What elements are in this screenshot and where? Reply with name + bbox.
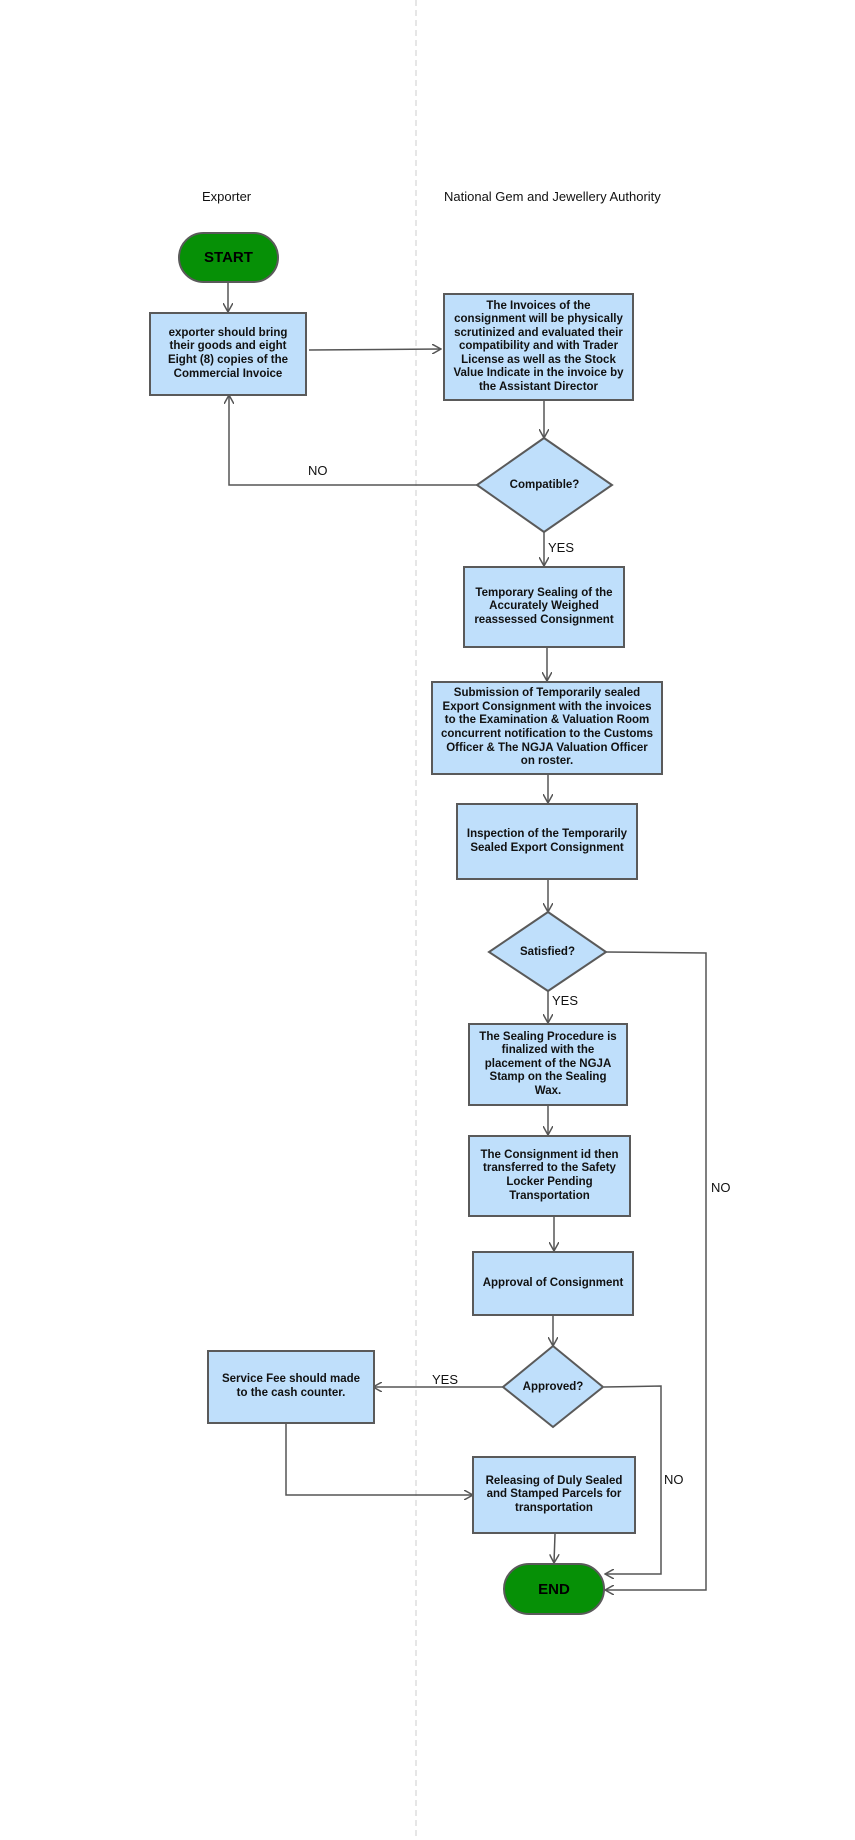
satisfied-no-label: NO <box>711 1180 731 1195</box>
satisfied-yes-label: YES <box>552 993 579 1008</box>
temporary-sealing-box: Temporary Sealing of the Accurately Weig… <box>463 566 625 648</box>
lane-title-ngja: National Gem and Jewellery Authority <box>444 189 661 204</box>
start-terminal: START <box>178 232 279 283</box>
edge-approved-no <box>603 1385 662 1574</box>
compatible-diamond <box>475 436 614 534</box>
inspection-box: Inspection of the Temporarily Sealed Exp… <box>456 803 638 880</box>
edge-exporter-invoices <box>308 349 441 350</box>
edge-releasing-end <box>554 1533 555 1563</box>
service-fee-box: Service Fee should made to the cash coun… <box>207 1350 375 1424</box>
exporter-bring-goods-box: exporter should bring their goods and ei… <box>149 312 307 396</box>
sealing-finalized-box: The Sealing Procedure is finalized with … <box>468 1023 628 1106</box>
invoices-scrutinized-box: The Invoices of the consignment will be … <box>443 293 634 401</box>
releasing-box: Releasing of Duly Sealed and Stamped Par… <box>472 1456 636 1534</box>
satisfied-decision-label: Satisfied? <box>520 945 575 958</box>
lane-title-exporter: Exporter <box>202 189 252 204</box>
approved-yes-label: YES <box>432 1372 459 1387</box>
approved-no-label: NO <box>664 1472 684 1487</box>
approved-diamond <box>501 1344 605 1429</box>
compatible-no-label: NO <box>308 463 328 478</box>
approval-box: Approval of Consignment <box>472 1251 634 1316</box>
compatible-decision-label: Compatible? <box>509 479 580 491</box>
end-terminal: END <box>503 1563 605 1615</box>
approved-decision-label: Approved? <box>522 1380 584 1393</box>
edge-compatible-no <box>229 395 477 486</box>
submission-box: Submission of Temporarily sealed Export … <box>431 681 663 775</box>
safety-locker-box: The Consignment id then transferred to t… <box>468 1135 631 1217</box>
edge-satisfied-no <box>605 951 707 1590</box>
satisfied-diamond <box>487 910 608 993</box>
edge-fee-releasing <box>285 1424 473 1495</box>
compatible-yes-label: YES <box>548 540 575 555</box>
